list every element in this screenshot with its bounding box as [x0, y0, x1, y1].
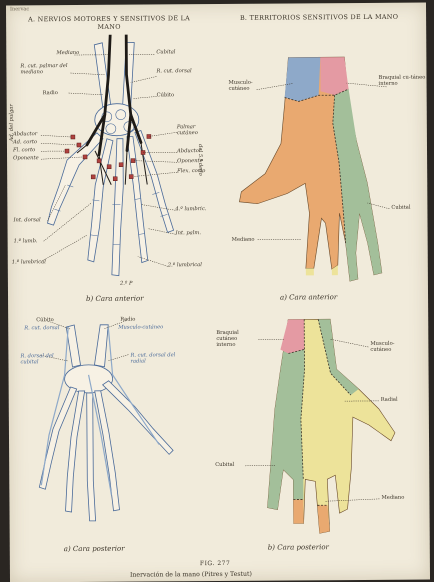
label-lumbrical-4: 4.º lumbric.: [175, 206, 206, 212]
label-musculocutaneo-post: Musculo-cutáneo: [370, 341, 414, 353]
right-section-title: B. TERRITORIOS SENSITIVOS DE LA MANO: [234, 13, 404, 22]
label-lumb-1: 1.º lumb.: [14, 238, 38, 244]
label-ad-corto: Ad. corto: [13, 139, 37, 145]
label-cubital-post: Cubital: [215, 462, 234, 468]
label-cubito-post: Cúbito: [36, 317, 54, 323]
label-braquial-post: Braquial cutáneo interno: [216, 330, 256, 348]
label-oponente-left: Oponente: [13, 155, 39, 161]
label-radio-post: Radio: [120, 317, 135, 323]
caption-anterior-sensory: a) Cara anterior: [280, 293, 337, 301]
caption-anterior-motor: b) Cara anterior: [86, 295, 144, 303]
label-r-cut-radial: R. cut. dorsal del radial: [130, 352, 178, 364]
label-fl-corto: Fl. corto: [13, 147, 35, 153]
label-r-cut-dorsal: R. cut. dorsal: [156, 68, 192, 74]
label-abductor-left: Abductor: [13, 131, 37, 137]
label-braquial-ant: Braquial cu-táneo interno: [378, 75, 426, 87]
label-p: 2.º P: [120, 281, 133, 287]
label-musculo-cutaneo-post: Musculo-cutáneo: [118, 324, 163, 330]
figure-caption: Inervación de la mano (Pitres y Testut): [130, 571, 252, 579]
label-lumbrical-2: 2.º lumbrical: [168, 262, 202, 268]
label-cubital-ant: Cubital: [391, 205, 410, 211]
label-palmar-cutaneo: Palmar cutáneo: [177, 124, 217, 136]
label-mediano-ant: Mediano: [232, 237, 255, 243]
label-r-dorsal-cubital: R. dorsal del cubital: [20, 353, 62, 365]
label-int-dorsal: Int. dorsal: [13, 217, 40, 223]
label-radial-post: Radial: [381, 397, 398, 403]
figure-number: FIG. 277: [200, 560, 230, 567]
label-cubital: Cubital: [156, 49, 175, 55]
label-ad-pulgar: Ad. del pulgar: [9, 104, 15, 141]
book-page: Inervac A. NERVIOS MOTORES Y SENSITIVOS …: [6, 3, 430, 582]
label-radio: Radio: [43, 90, 58, 96]
left-section-title: A. NERVIOS MOTORES Y SENSITIVOS DE LA MA…: [24, 14, 194, 31]
label-mediano-post: Mediano: [381, 495, 404, 501]
label-r-palmar-mediano: R. cut. palmar del mediano: [20, 63, 72, 75]
label-mediano: Mediano: [56, 50, 79, 56]
label-r-cut-dorsal-post: R. cut. dorsal: [24, 325, 59, 331]
caption-posterior-motor: a) Cara posterior: [64, 545, 125, 553]
label-musculocutaneo-ant: Musculo-cutáneo: [229, 80, 269, 92]
label-int-palm: Int. palm.: [176, 230, 201, 236]
posterior-skeleton-figure: [8, 314, 220, 545]
label-dedo-menor: del 5.º dedo: [197, 144, 203, 176]
header-fragment: Inervac: [10, 6, 29, 12]
anterior-skeleton-figure: [6, 34, 218, 325]
label-lumbrical-1: 1.º lumbrical: [12, 259, 46, 265]
label-cubito: Cúbito: [157, 92, 175, 98]
caption-posterior-sensory: b) Cara posterior: [268, 543, 329, 551]
